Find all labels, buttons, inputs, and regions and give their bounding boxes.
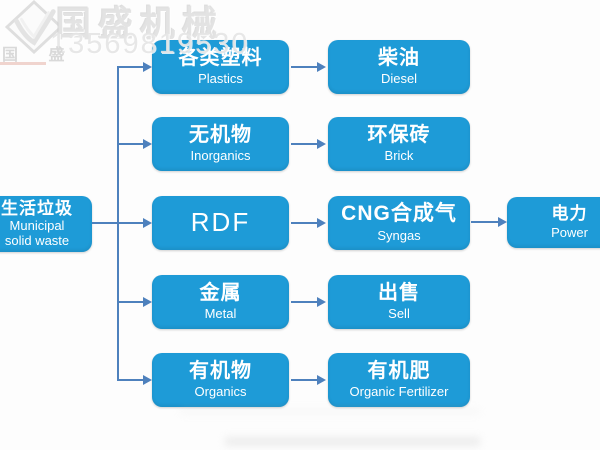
node-organics: 有机物 Organics (152, 353, 289, 407)
arrow-organics-fertilizer (291, 375, 326, 385)
node-zh-label: RDF (190, 207, 251, 238)
arrow-metal-sell (291, 297, 326, 307)
node-en-label: solid waste (4, 232, 70, 248)
node-zh-label: 有机肥 (367, 360, 431, 383)
node-en-label: Inorganics (190, 148, 251, 164)
background-smudge (225, 437, 480, 446)
node-power: 电力 Power (507, 197, 600, 248)
node-zh-label: 生活垃圾 (1, 199, 73, 219)
watermark-seal-text: 国 盛 (2, 47, 78, 64)
node-en-label: Power (551, 224, 588, 240)
node-en-label: Organic Fertilizer (349, 384, 449, 400)
watermark-red-mark (0, 62, 46, 65)
node-sell: 出售 Sell (328, 275, 470, 329)
background-smudge (180, 409, 480, 414)
node-zh-label: 无机物 (189, 124, 252, 147)
arrow-inorganics-brick (291, 139, 326, 149)
arrow-branch-row5 (118, 375, 152, 385)
arrow-syngas-power (471, 217, 507, 227)
arrow-branch-row3 (118, 218, 152, 228)
node-en-label: Plastics (198, 71, 243, 87)
node-en-label: Brick (384, 148, 414, 164)
arrow-plastics-diesel (291, 62, 326, 72)
node-inorganics: 无机物 Inorganics (152, 117, 289, 171)
node-en-label: Municipal (9, 217, 65, 233)
node-zh-label: 各类塑料 (178, 47, 263, 70)
node-syngas: CNG合成气 Syngas (328, 196, 470, 250)
node-municipal-solid-waste: 生活垃圾 Municipal solid waste (0, 196, 92, 252)
arrow-branch-row1 (118, 62, 152, 72)
node-zh-label: 柴油 (378, 47, 420, 70)
node-zh-label: 金属 (199, 282, 242, 305)
arrow-branch-row2 (118, 139, 152, 149)
node-zh-label: CNG合成气 (341, 202, 457, 226)
arrow-branch-row4 (118, 297, 152, 307)
node-zh-label: 电力 (551, 204, 588, 224)
node-plastics: 各类塑料 Plastics (152, 40, 289, 94)
node-en-label: Diesel (380, 71, 418, 87)
node-en-label: Sell (388, 306, 410, 322)
node-metal: 金属 Metal (152, 275, 289, 329)
node-en-label: Syngas (377, 227, 421, 243)
node-zh-label: 有机物 (189, 360, 252, 383)
diamond-check-icon (5, 0, 63, 54)
node-organic-fertilizer: 有机肥 Organic Fertilizer (328, 353, 470, 407)
arrow-rdf-syngas (291, 218, 326, 228)
node-zh-label: 出售 (378, 282, 420, 305)
node-rdf: RDF (152, 196, 289, 250)
node-en-label: Organics (194, 384, 247, 400)
node-diesel: 柴油 Diesel (328, 40, 470, 94)
node-en-label: Metal (204, 306, 237, 322)
node-zh-label: 环保砖 (367, 124, 431, 147)
connector-source-stub (92, 222, 118, 224)
node-brick: 环保砖 Brick (328, 117, 470, 171)
